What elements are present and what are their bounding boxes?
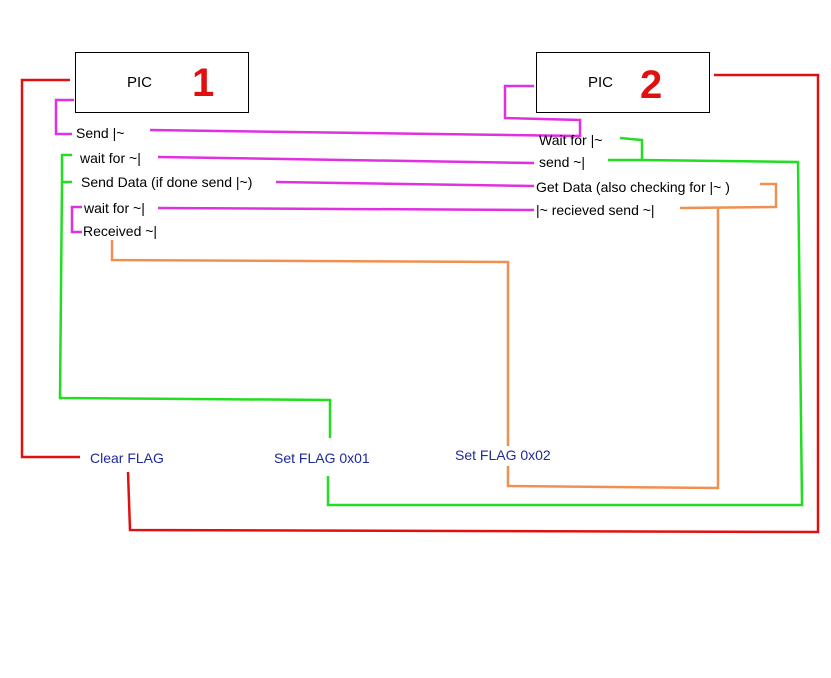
- pic2-step-recieved: |~ recieved send ~|: [536, 202, 655, 218]
- green-line-pic2-send: [608, 136, 644, 162]
- magenta-line-send-to-wait: [149, 84, 582, 138]
- pic1-step-wait-for: wait for ~|: [80, 150, 141, 166]
- pic1-box: PIC 1: [75, 52, 249, 113]
- orange-line-received-to-set-flag-2: [110, 240, 510, 446]
- pic1-step-received: Received ~|: [83, 223, 158, 239]
- pic1-number: 1: [192, 61, 215, 105]
- magenta-line-send-data: [275, 180, 535, 188]
- magenta-line-pic1-send: [54, 98, 74, 136]
- magenta-line-wait-for: [157, 155, 535, 165]
- magenta-line-wait-for-2: [157, 206, 535, 212]
- green-line-pic1-chain: [60, 153, 72, 184]
- clear-flag-label: Clear FLAG: [90, 450, 164, 466]
- set-flag-0x02-label: Set FLAG 0x02: [455, 447, 551, 463]
- pic2-number: 2: [640, 63, 663, 107]
- orange-line-pic2-to-set-flag-2: [506, 208, 720, 490]
- pic2-label: PIC: [588, 74, 614, 91]
- pic2-step-send: send ~|: [539, 154, 586, 170]
- pic1-label: PIC: [127, 74, 153, 91]
- green-line-pic2-to-set-flag-1: [326, 158, 804, 507]
- red-line-pic2-to-clear-flag: [126, 73, 820, 534]
- pic1-step-send-data: Send Data (if done send |~): [81, 174, 253, 190]
- pic1-step-send: Send |~: [76, 125, 125, 141]
- pic2-step-wait-for: Wait for |~: [539, 132, 603, 148]
- pic2-box: PIC 2: [536, 52, 710, 113]
- pic2-step-get-data: Get Data (also checking for |~ ): [536, 179, 730, 195]
- red-line-pic1-to-clear-flag: [20, 78, 80, 459]
- green-line-pic1-to-set-flag-1: [58, 181, 332, 438]
- set-flag-0x01-label: Set FLAG 0x01: [274, 450, 370, 466]
- orange-line-get-data-loop: [679, 182, 778, 210]
- magenta-line-received: [70, 205, 82, 234]
- pic1-step-wait-for-2: wait for ~|: [84, 200, 145, 216]
